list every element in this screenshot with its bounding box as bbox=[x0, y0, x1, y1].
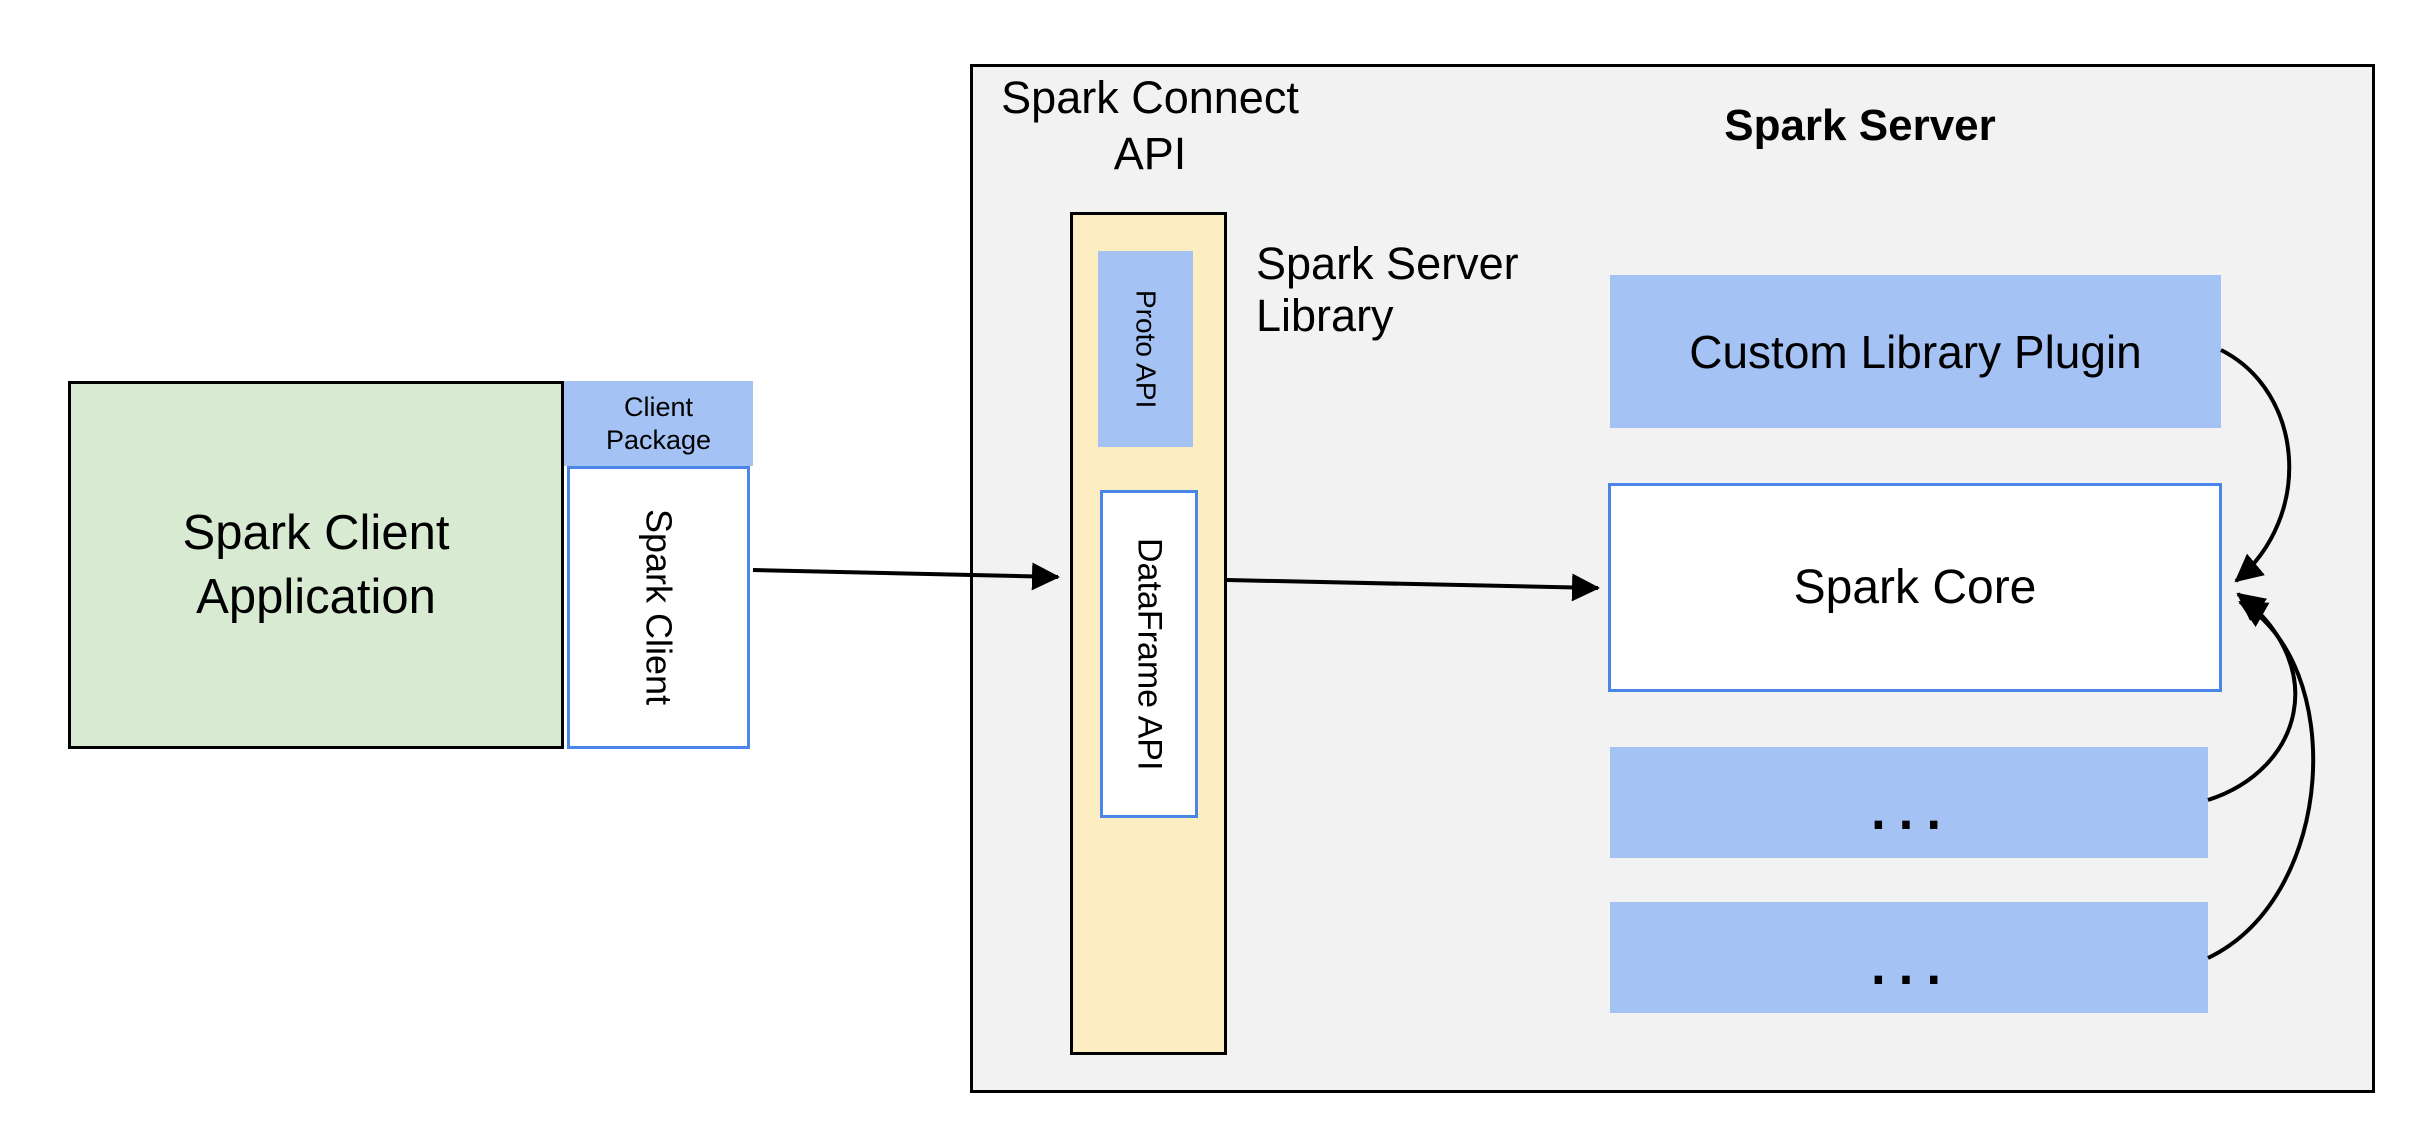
client-package-label: Client Package bbox=[605, 391, 712, 455]
dataframe-api-box: DataFrame API bbox=[1100, 490, 1198, 818]
dataframe-api-label: DataFrame API bbox=[1130, 537, 1169, 771]
spark-server-heading: Spark Server bbox=[1724, 101, 1996, 150]
spark-client-box: Spark Client bbox=[567, 466, 750, 749]
custom-library-plugin-label: Custom Library Plugin bbox=[1689, 325, 2142, 378]
custom-library-plugin-box: Custom Library Plugin bbox=[1610, 275, 2221, 428]
spark-client-application-box: Spark Client Application bbox=[68, 381, 564, 749]
client-package-box: Client Package bbox=[564, 381, 753, 466]
spark-client-application-label: Spark Client Application bbox=[182, 506, 450, 624]
ellipsis-label: ... bbox=[1867, 913, 1951, 1001]
spark-server-library-label: Spark Server Library bbox=[1256, 238, 1519, 341]
spark-core-box: Spark Core bbox=[1608, 483, 2222, 692]
proto-api-box: Proto API bbox=[1098, 251, 1193, 447]
more-plugins-box-1: ... bbox=[1610, 747, 2208, 858]
spark-connect-api-heading: Spark Connect API bbox=[1001, 72, 1299, 179]
proto-api-label: Proto API bbox=[1130, 289, 1162, 409]
spark-core-label: Spark Core bbox=[1793, 561, 2037, 614]
ellipsis-label: ... bbox=[1867, 758, 1951, 846]
spark-client-label: Spark Client bbox=[638, 509, 680, 706]
more-plugins-box-2: ... bbox=[1610, 902, 2208, 1013]
